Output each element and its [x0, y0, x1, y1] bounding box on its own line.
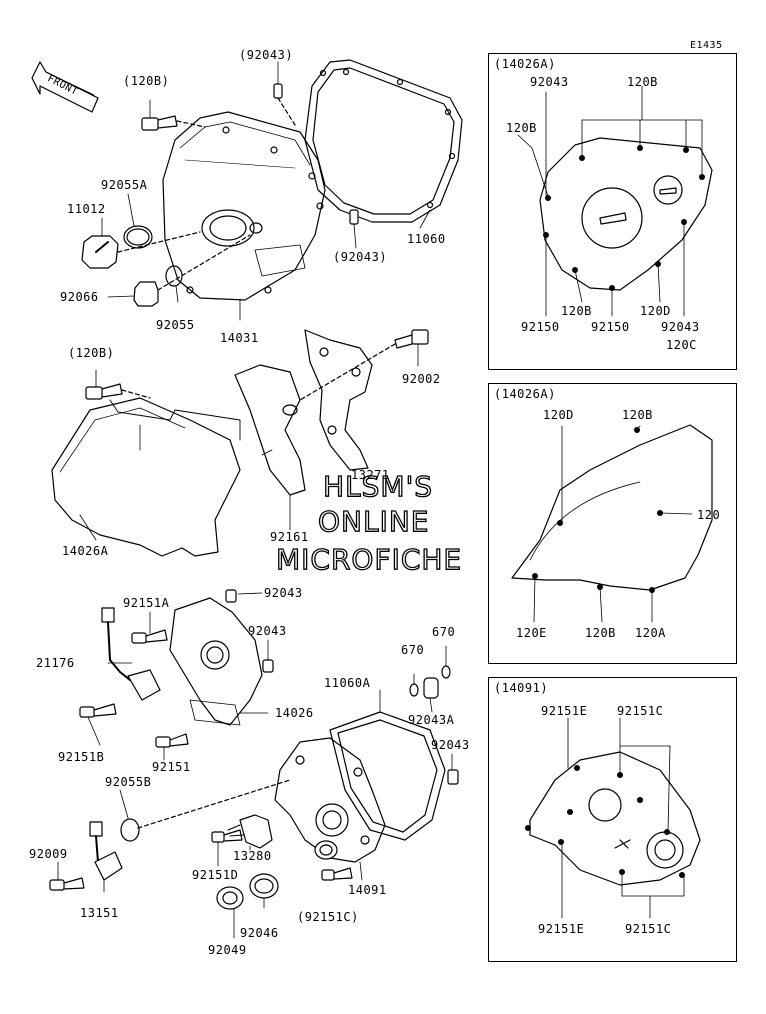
part-label: 11060 — [407, 232, 446, 246]
part-label: 11012 — [67, 202, 106, 216]
panel3-cover-drawing — [525, 751, 701, 886]
part-label: 92043 — [248, 624, 287, 638]
gasket-11060 — [304, 59, 463, 223]
dowel-pins — [273, 83, 359, 225]
part-label: 670 — [432, 625, 456, 639]
watermark-line1: HLSM'S — [322, 470, 434, 503]
part-label: 120B — [627, 75, 658, 89]
part-label: 14031 — [220, 331, 259, 345]
part-label: 92151D — [192, 868, 239, 882]
bolts-lower-middle — [49, 829, 353, 891]
leader-lines — [57, 61, 703, 939]
part-label: 92043 — [264, 586, 303, 600]
part-label: (92043) — [239, 48, 294, 62]
part-label: 120B — [506, 121, 537, 135]
seal-92049-bearing-92046 — [216, 840, 338, 910]
part-label: 120D — [543, 408, 574, 422]
part-label: 92151A — [123, 596, 170, 610]
gasket-13271 — [304, 329, 373, 471]
bolt-120b-left — [85, 383, 151, 400]
part-label: 120B — [561, 304, 592, 318]
detail-panel-14091 — [488, 677, 737, 962]
part-label: 92009 — [29, 847, 68, 861]
part-label: 11060A — [324, 676, 371, 690]
part-label: 92049 — [208, 943, 247, 957]
sensor-21176 — [101, 607, 161, 701]
part-label: (120B) — [123, 74, 170, 88]
watermark-line3: MICROFICHE — [275, 543, 463, 576]
part-label: 92002 — [402, 372, 441, 386]
part-label: 120A — [635, 626, 666, 640]
part-label: 92151C — [617, 704, 664, 718]
part-label: 92151E — [538, 922, 585, 936]
part-label: 670 — [401, 643, 425, 657]
detail-panel-14026a-middle — [488, 383, 737, 664]
part-label: (120B) — [68, 346, 115, 360]
watermark-line2: ONLINE — [317, 505, 430, 538]
part-label: 92043 — [661, 320, 700, 334]
part-label: (92151C) — [297, 910, 359, 924]
part-label: 92151E — [541, 704, 588, 718]
part-label: 120B — [622, 408, 653, 422]
part-label: 92150 — [591, 320, 630, 334]
engine-cover-14031 — [162, 111, 326, 301]
bracket-92161 — [234, 364, 306, 496]
part-label: 92161 — [270, 530, 309, 544]
part-label: 14026 — [275, 706, 314, 720]
gasket-11060a — [329, 711, 446, 841]
part-label: 92151B — [58, 750, 105, 764]
part-label: 92055A — [101, 178, 148, 192]
part-label: 120D — [640, 304, 671, 318]
panel-title-3: (14091) — [494, 681, 549, 695]
front-arrow-icon — [31, 61, 99, 113]
part-label: 92151C — [625, 922, 672, 936]
part-label: 92043 — [431, 738, 470, 752]
part-label: 92043 — [530, 75, 569, 89]
part-label: 120E — [516, 626, 547, 640]
part-label: 14026A — [62, 544, 109, 558]
part-label: 92055 — [156, 318, 195, 332]
collar-and-orings-670 — [409, 665, 451, 699]
part-label: 92046 — [240, 926, 279, 940]
part-label: 13151 — [80, 906, 119, 920]
oring-92055b — [120, 779, 291, 842]
panel2-cover-drawing — [511, 424, 713, 593]
dowel-92043-lower — [447, 769, 459, 785]
bolt-92002 — [299, 329, 429, 401]
sensor-13151 — [89, 821, 123, 881]
part-label: 92066 — [60, 290, 99, 304]
panel-title-1: (14026A) — [494, 57, 556, 71]
part-label: 92150 — [521, 320, 560, 334]
plate-13280 — [227, 814, 273, 849]
part-label: 13271 — [351, 468, 390, 482]
detail-panel-14026a-top — [488, 53, 737, 370]
part-label: 13280 — [233, 849, 272, 863]
part-label: 120B — [585, 626, 616, 640]
sprocket-cover-14026a — [51, 397, 241, 557]
part-label: (92043) — [333, 250, 388, 264]
part-label: 21176 — [36, 656, 75, 670]
diagram-code: E1435 — [690, 40, 723, 51]
part-label: 92043A — [408, 713, 455, 727]
bolts-92151 — [79, 629, 189, 748]
plug-11012-and-orings — [81, 225, 251, 307]
part-label: 92151 — [152, 760, 191, 774]
cover-14091 — [274, 737, 386, 863]
panel-title-2: (14026A) — [494, 387, 556, 401]
part-label: 92055B — [105, 775, 152, 789]
part-label: 120C — [666, 338, 697, 352]
bracket-14026 — [169, 597, 263, 726]
dowel-92043-bracket — [225, 589, 274, 673]
part-label: 14091 — [348, 883, 387, 897]
part-label: 120 — [697, 508, 721, 522]
